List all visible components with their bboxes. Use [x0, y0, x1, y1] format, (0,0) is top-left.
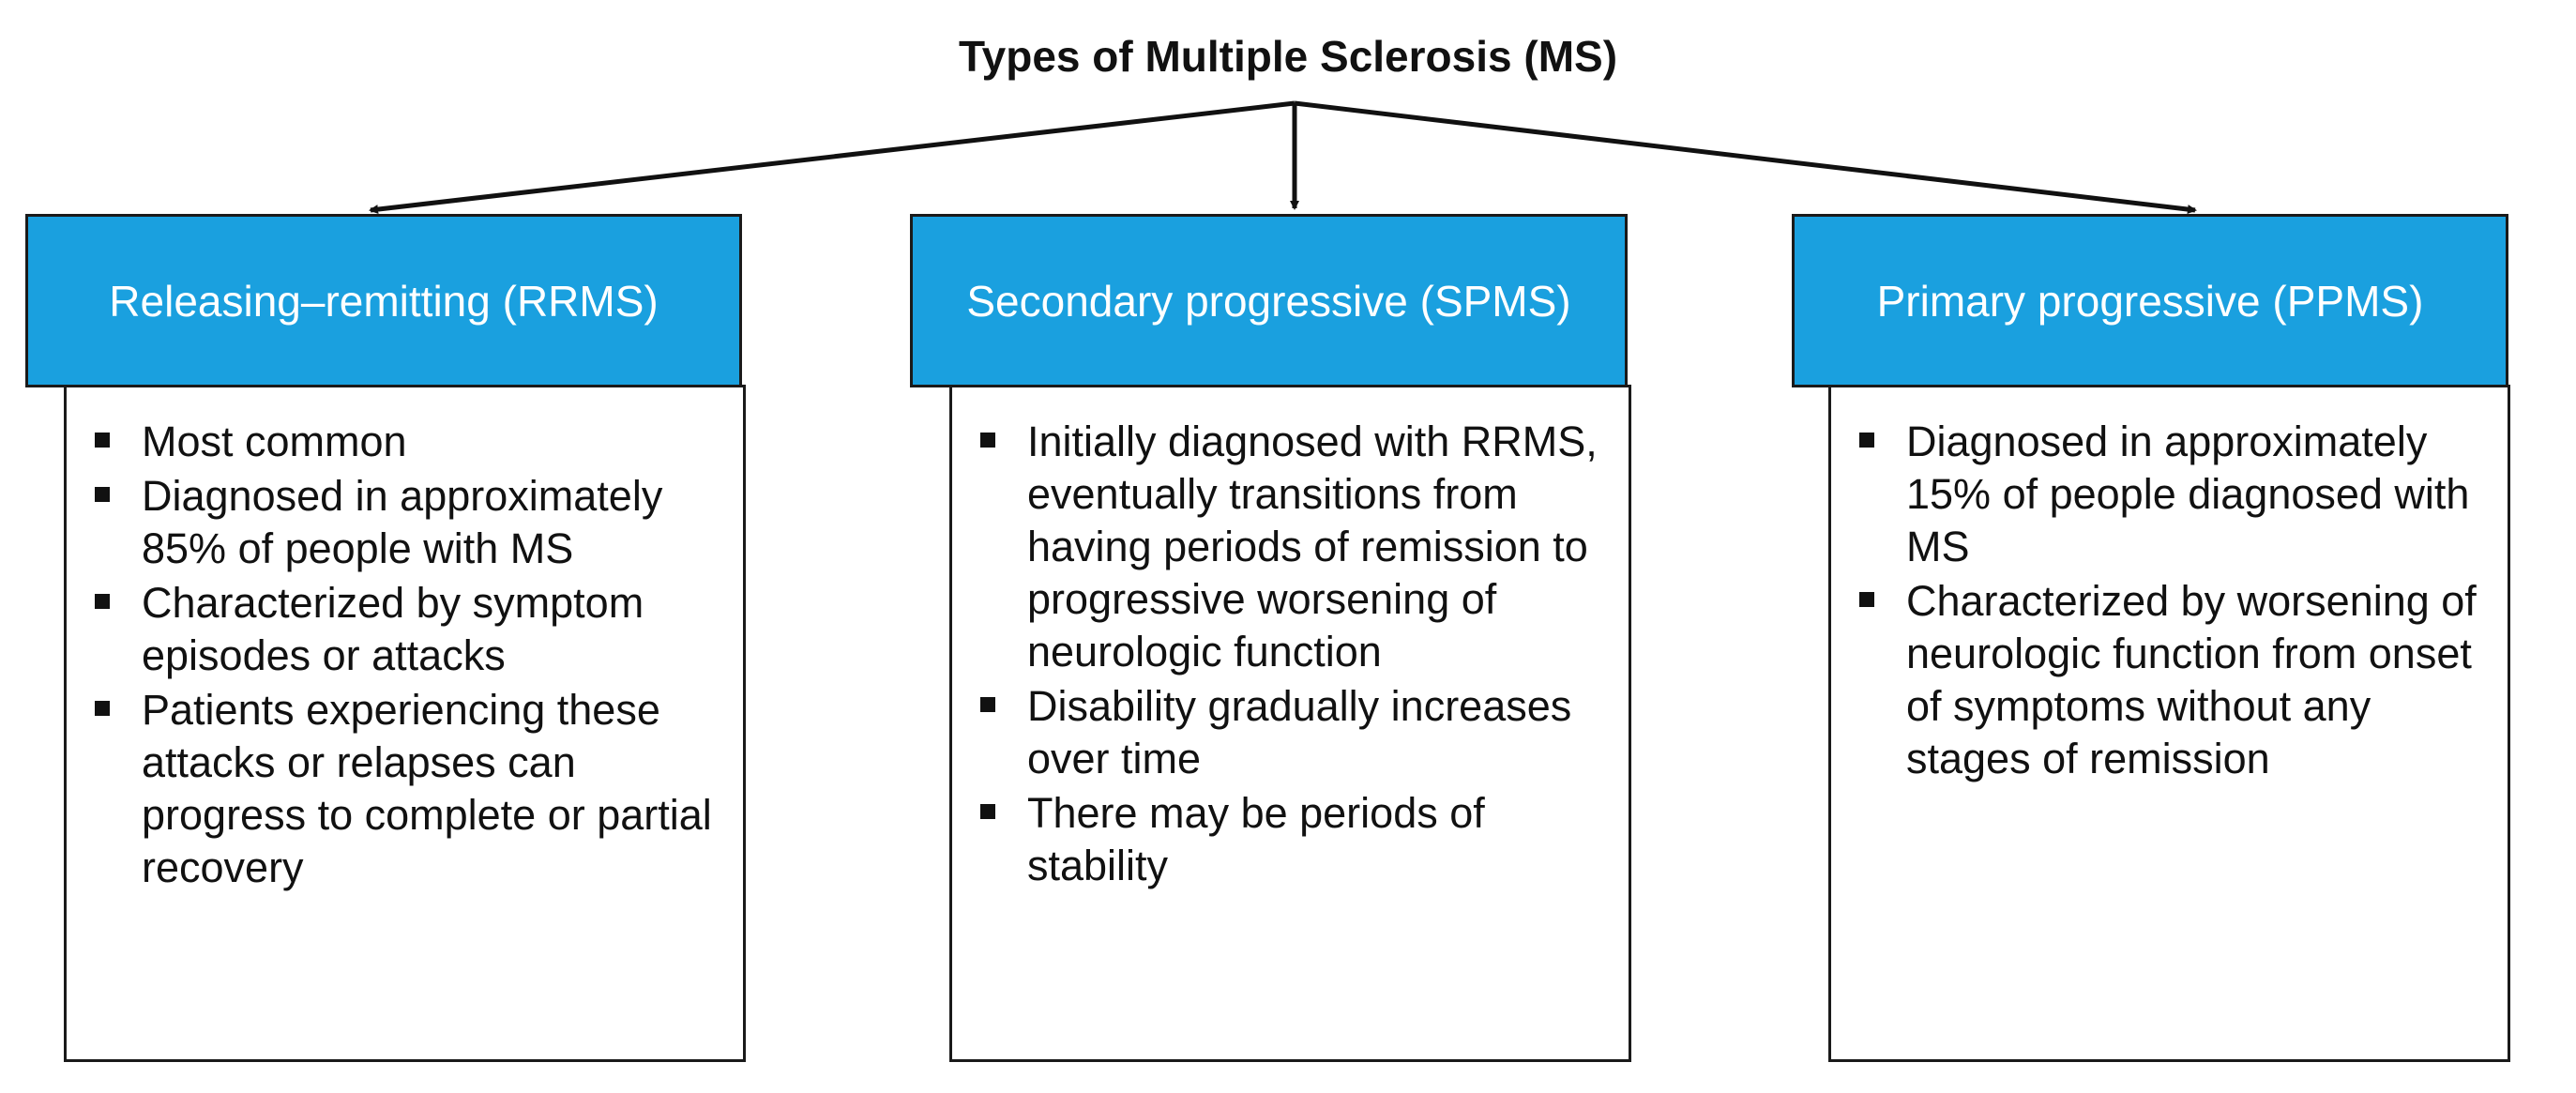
list-item: There may be periods of stability — [971, 787, 1618, 892]
type-header-ppms: Primary progressive (PPMS) — [1792, 214, 2508, 387]
square-bullet-icon — [980, 804, 995, 819]
list-item: Diagnosed in approximately 15% of people… — [1850, 416, 2497, 573]
list-item: Characterized by symptom episodes or att… — [85, 577, 733, 682]
diagram-title: Types of Multiple Sclerosis (MS) — [958, 32, 1618, 81]
card-body: Diagnosed in approximately 15% of people… — [1828, 385, 2510, 1062]
square-bullet-icon — [95, 594, 110, 609]
list-item: Patients experiencing these attacks or r… — [85, 684, 733, 894]
square-bullet-icon — [1859, 592, 1874, 607]
type-header-rrms: Releasing–remitting (RRMS) — [25, 214, 742, 387]
list-item: Disability gradually increases over time — [971, 680, 1618, 785]
square-bullet-icon — [980, 433, 995, 448]
arrow-to-ppms — [1294, 100, 2197, 215]
type-header-spms: Secondary progressive (SPMS) — [910, 214, 1628, 387]
bullet-list: Initially diagnosed with RRMS, eventuall… — [971, 416, 1618, 894]
list-item: Diagnosed in approximately 85% of people… — [85, 470, 733, 575]
square-bullet-icon — [95, 701, 110, 716]
square-bullet-icon — [95, 487, 110, 502]
card-body: Most common Diagnosed in approximately 8… — [64, 385, 746, 1062]
arrow-to-rrms — [369, 100, 1296, 215]
bullet-list: Most common Diagnosed in approximately 8… — [85, 416, 733, 896]
list-item: Most common — [85, 416, 733, 468]
card-body: Initially diagnosed with RRMS, eventuall… — [949, 385, 1631, 1062]
list-item: Initially diagnosed with RRMS, eventuall… — [971, 416, 1618, 678]
square-bullet-icon — [980, 697, 995, 712]
square-bullet-icon — [95, 433, 110, 448]
list-item: Characterized by worsening of neurologic… — [1850, 575, 2497, 785]
bullet-list: Diagnosed in approximately 15% of people… — [1850, 416, 2497, 787]
square-bullet-icon — [1859, 433, 1874, 448]
